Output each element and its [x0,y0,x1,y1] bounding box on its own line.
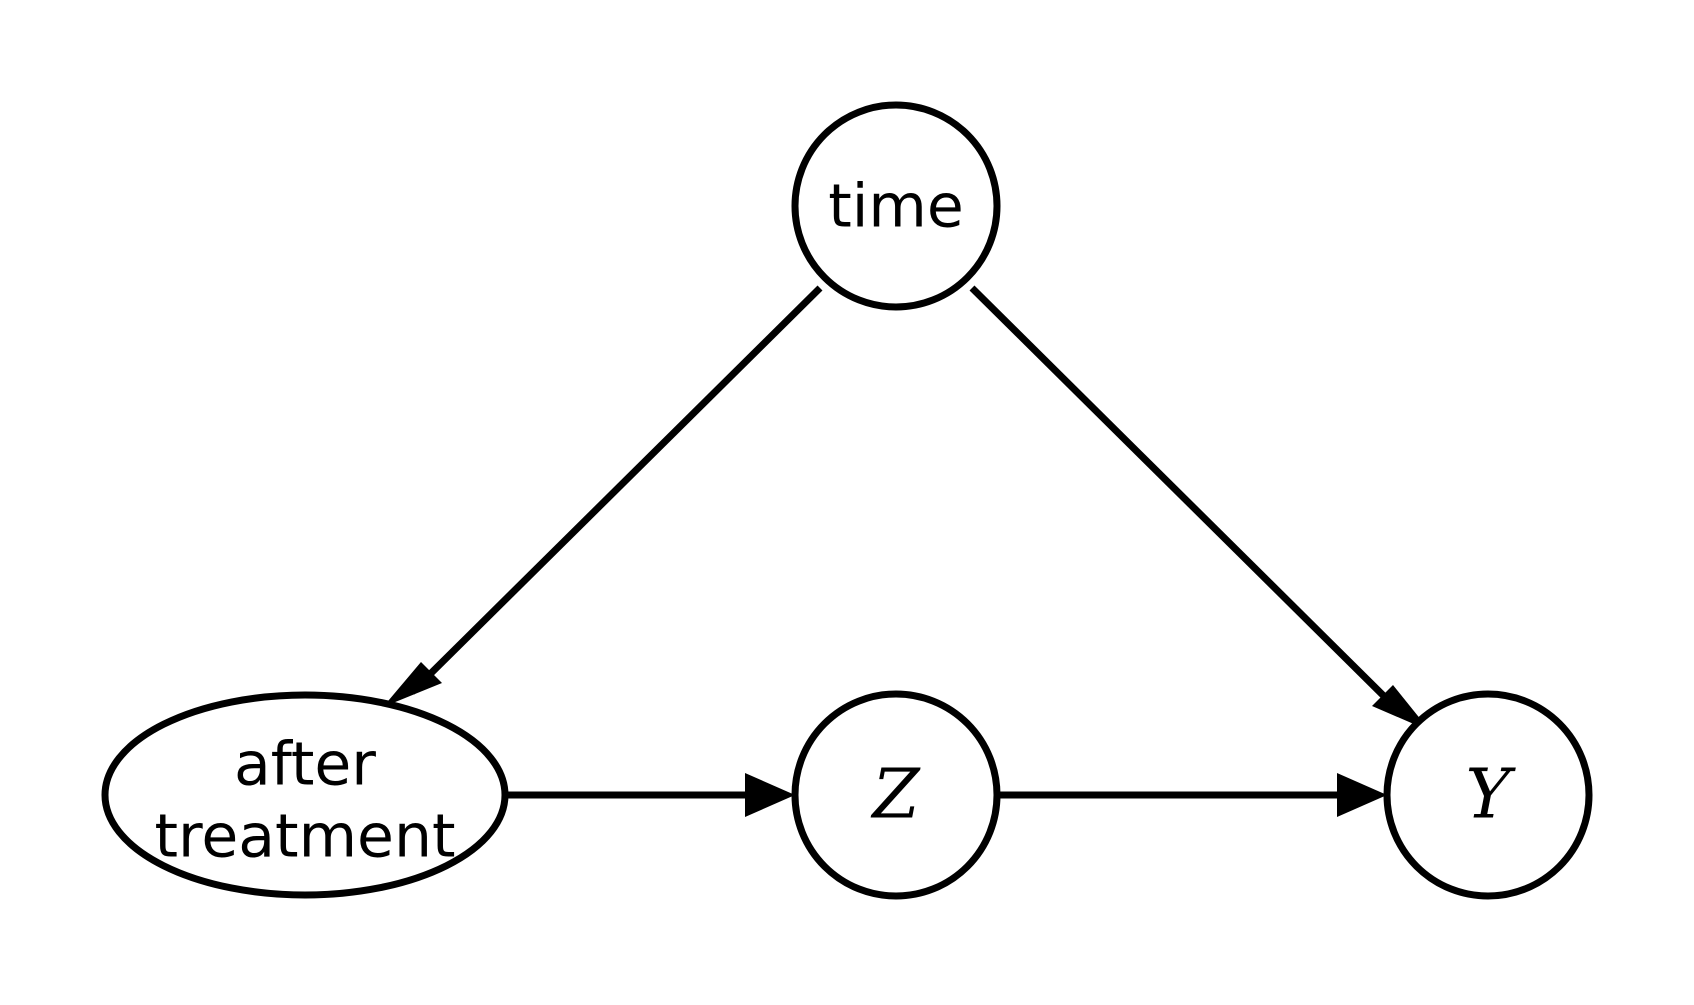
arrow-head-time-Y [1372,685,1430,731]
edge-Z-to-Y [997,773,1387,817]
node-Y[interactable]: Y [1383,690,1593,900]
arrow-head-time-after-treatment [383,662,442,707]
edge-line-time-Y [969,285,1405,717]
node-Y-circle[interactable] [1383,690,1593,900]
node-after-treatment[interactable]: after treatment [101,691,509,899]
node-time-circle[interactable] [791,101,1001,311]
node-after-treatment-label-line1: after [234,730,376,800]
arrow-head-Z-Y [1337,773,1387,817]
node-Y-label: Y [1466,756,1517,835]
arrow-head-after-treatment-Z [745,773,795,817]
node-after-treatment-ellipse[interactable] [101,691,509,899]
node-after-treatment-label-line2: treatment [155,802,456,872]
node-time[interactable]: time [791,101,1001,311]
edge-time-to-Y [969,285,1430,731]
node-Z-circle[interactable] [791,690,1001,900]
node-time-label: time [828,172,964,242]
node-Z[interactable]: Z [791,690,1001,900]
node-Z-label: Z [870,756,921,835]
edge-line-time-after-treatment [409,285,823,695]
edge-time-to-after-treatment [383,285,823,707]
edge-after-treatment-to-Z [505,773,795,817]
